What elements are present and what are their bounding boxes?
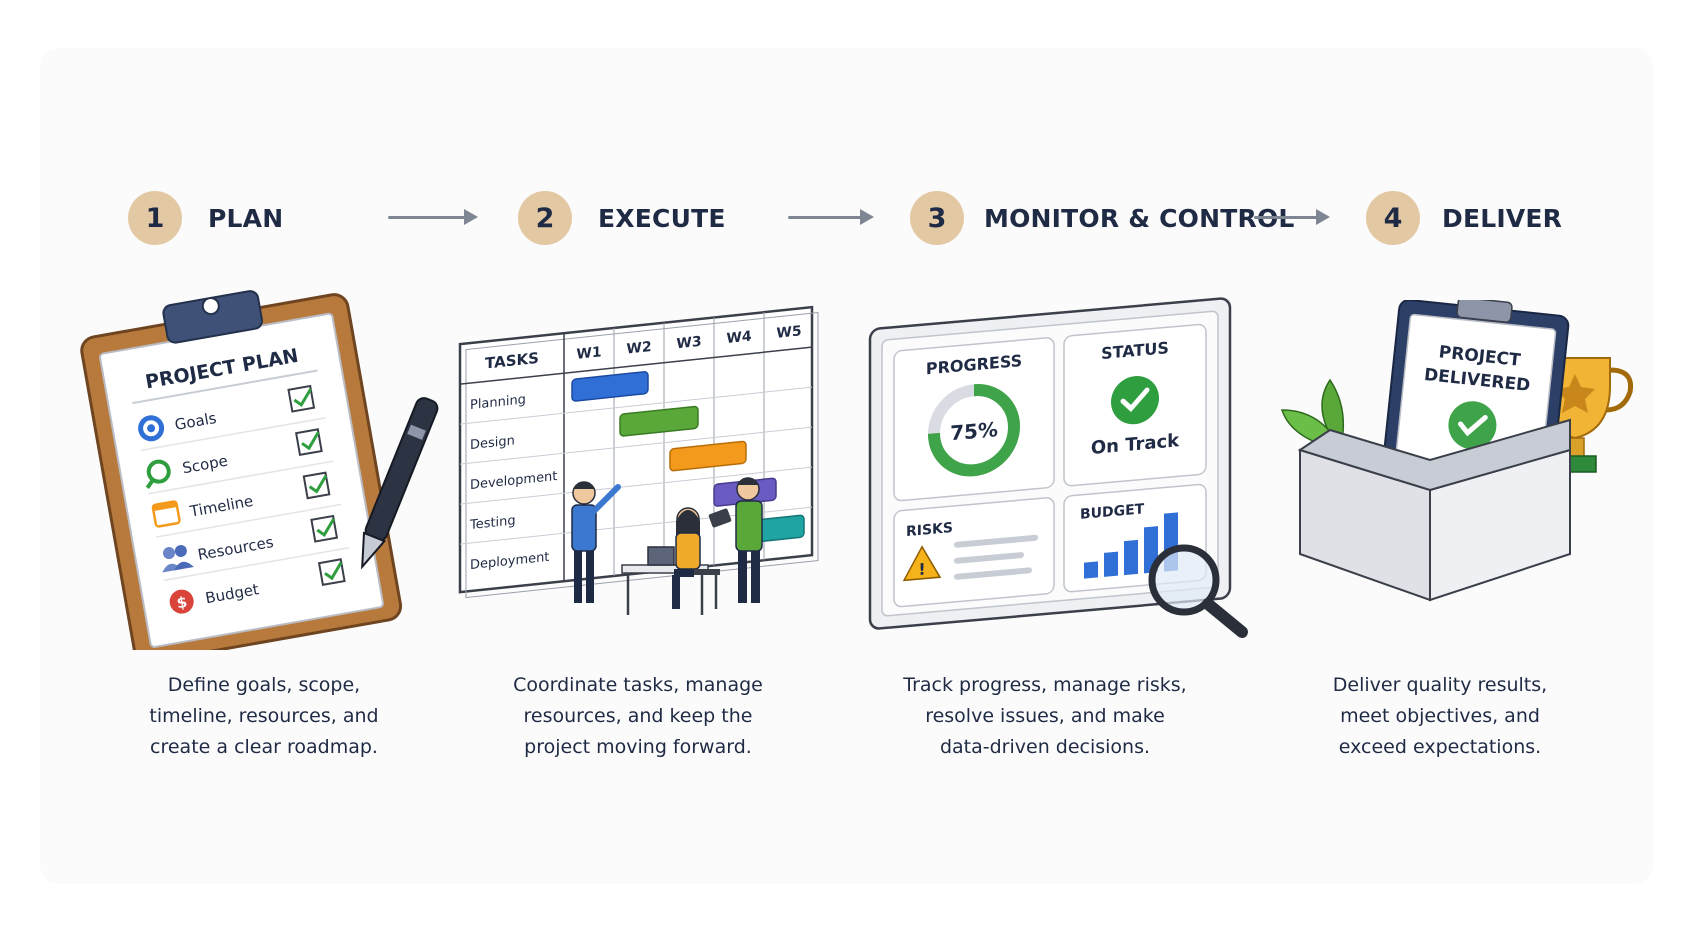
gantt-bar-development xyxy=(669,440,747,472)
step-1-number-badge: 1 xyxy=(128,191,182,245)
svg-text:!: ! xyxy=(918,559,925,579)
step-4-description: Deliver quality results, meet objectives… xyxy=(1295,670,1585,763)
gantt-week-4: W4 xyxy=(726,329,751,348)
delivery-box xyxy=(1297,418,1571,602)
step-3-number-badge: 3 xyxy=(910,191,964,245)
gantt-task-planning: Planning xyxy=(470,392,526,413)
arrow-1-to-2 xyxy=(388,209,478,225)
step-1-description-line-3: create a clear roadmap. xyxy=(150,736,378,758)
gantt-board-illustration: TASKS W1 W2 W3 W4 W5 Planning Design Dev… xyxy=(458,305,819,615)
arrow-2-to-3 xyxy=(788,209,874,225)
team-member-with-tablet xyxy=(708,477,763,603)
step-3-description-line-1: Track progress, manage risks, xyxy=(903,674,1187,696)
gantt-week-1: W1 xyxy=(576,344,601,363)
step-1-description-line-2: timeline, resources, and xyxy=(149,705,379,727)
pen-icon xyxy=(361,397,439,570)
step-3-title: MONITOR & CONTROL xyxy=(984,203,1295,233)
gantt-tasks-header: TASKS xyxy=(485,349,539,373)
step-1-title: PLAN xyxy=(208,203,284,233)
risks-card xyxy=(893,497,1055,608)
progress-donut-arc xyxy=(928,384,1020,477)
step-2-title: EXECUTE xyxy=(598,203,726,233)
progress-card xyxy=(893,337,1055,502)
svg-text:$: $ xyxy=(175,593,188,613)
warning-icon xyxy=(902,545,942,582)
gantt-week-3: W3 xyxy=(676,334,701,353)
step-4-number-badge: 4 xyxy=(1366,191,1420,245)
project-delivered-illustration: PROJECT DELIVERED xyxy=(1280,300,1634,602)
step-3-description-line-2: resolve issues, and make xyxy=(925,705,1165,727)
gantt-bar-planning xyxy=(571,371,649,402)
team-member-at-desk xyxy=(621,507,720,615)
budget-bar-2 xyxy=(1104,551,1118,577)
arrow-3-to-4 xyxy=(1254,209,1330,225)
budget-label: BUDGET xyxy=(1080,501,1145,523)
budget-bar-1 xyxy=(1084,561,1098,579)
progress-value: 75% xyxy=(950,417,998,445)
step-2-description: Coordinate tasks, manage resources, and … xyxy=(488,670,788,763)
team-member-pointing xyxy=(571,481,621,603)
gantt-task-design: Design xyxy=(470,433,515,453)
step-1-description: Define goals, scope, timeline, resources… xyxy=(114,670,414,763)
gantt-week-2: W2 xyxy=(626,339,651,358)
step-3-description-line-3: data-driven decisions. xyxy=(939,736,1151,758)
gantt-week-5: W5 xyxy=(776,323,801,342)
step-2-description-line-2: resources, and keep the xyxy=(523,705,753,727)
gantt-bar-design xyxy=(619,405,699,437)
step-1-header: 1 PLAN xyxy=(128,190,283,246)
project-plan-clipboard-illustration: PROJECT PLAN Goals Scope Timeline xyxy=(80,290,439,650)
risks-label: RISKS xyxy=(906,520,953,540)
step-4-title: DELIVER xyxy=(1442,203,1563,233)
step-2-description-line-1: Coordinate tasks, manage xyxy=(513,674,763,696)
step-2-description-line-3: project moving forward. xyxy=(524,736,752,758)
monitor-dashboard-illustration: PROGRESS 75% STATUS On Track RISKS ! BUD… xyxy=(868,297,1248,638)
delivered-check-icon xyxy=(1448,401,1497,450)
step-3-description: Track progress, manage risks, resolve is… xyxy=(885,670,1205,763)
step-4-description-line-2: meet objectives, and xyxy=(1340,705,1540,727)
step-4-description-line-3: exceed expectations. xyxy=(1338,736,1542,758)
gantt-task-testing: Testing xyxy=(469,513,516,533)
step-4-header: 4 DELIVER xyxy=(1366,190,1562,246)
step-3-header: 3 MONITOR & CONTROL xyxy=(910,190,1295,246)
plan-item-goals: Goals xyxy=(138,384,327,452)
step-4-description-line-1: Deliver quality results, xyxy=(1332,674,1548,696)
budget-bar-3 xyxy=(1124,539,1138,576)
magnifier-icon xyxy=(1148,544,1248,638)
step-2-number-badge: 2 xyxy=(518,191,572,245)
step-2-header: 2 EXECUTE xyxy=(518,190,726,246)
step-1-description-line-1: Define goals, scope, xyxy=(167,674,361,696)
